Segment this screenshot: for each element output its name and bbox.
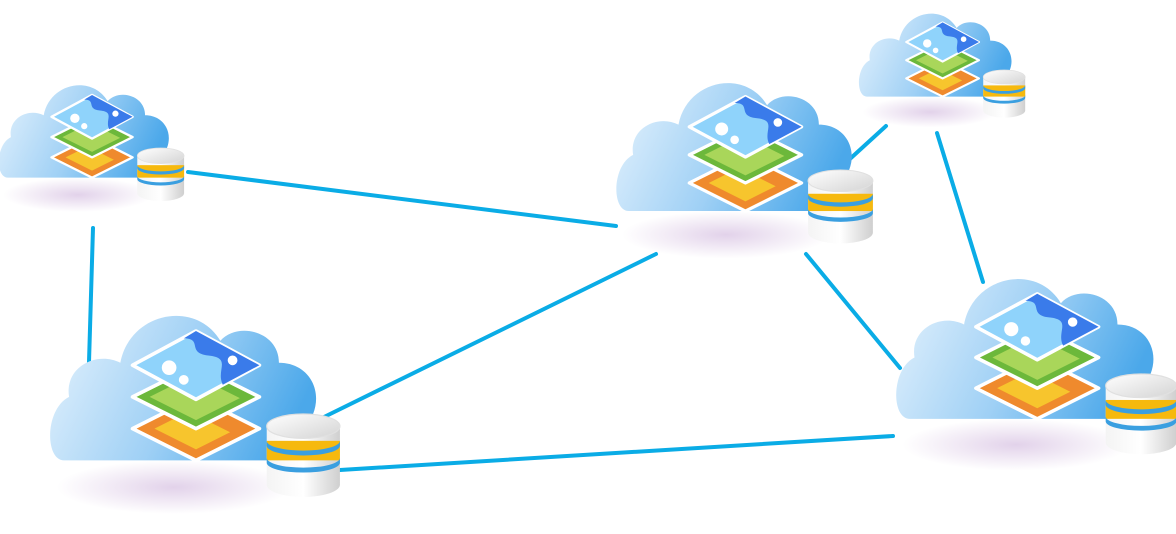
node-center: [616, 83, 874, 259]
map-dot: [227, 355, 238, 366]
layer-stripe: [65, 146, 114, 171]
link-node-top-right-to-node-bottom-right: [935, 131, 985, 284]
map-layers-icon: [974, 291, 1101, 421]
map-dot: [178, 374, 189, 385]
cloud-shadow: [622, 211, 830, 259]
node-top-left: [0, 85, 185, 212]
map-dot: [773, 118, 783, 127]
cloud-shadow: [56, 460, 292, 515]
map-layers-icon: [50, 93, 134, 179]
map-water: [1025, 293, 1099, 346]
map-water: [183, 331, 260, 385]
map-dot: [932, 47, 939, 54]
map-layers-icon: [905, 21, 981, 98]
database-icon: [266, 413, 341, 497]
cloud-shadow: [902, 418, 1130, 471]
database-icon: [136, 147, 185, 202]
network-links: [87, 124, 985, 472]
link-node-center-to-node-bottom-right: [804, 252, 902, 370]
link-node-top-left-to-node-center: [186, 170, 618, 228]
map-dot: [730, 135, 739, 145]
map-water: [84, 94, 133, 130]
node-bottom-right: [896, 279, 1176, 471]
node-top-right: [858, 13, 1026, 128]
cloud-shadow: [3, 177, 153, 212]
database-icon: [807, 169, 874, 244]
top-map-layer: [687, 94, 804, 159]
map-dot: [112, 110, 119, 117]
map-dot: [161, 360, 177, 375]
map-dot: [1067, 317, 1078, 327]
map-dot: [1004, 322, 1019, 337]
link-node-bottom-left-to-node-bottom-right: [338, 434, 895, 472]
cloud-shadow: [862, 96, 998, 128]
network-nodes: [0, 13, 1176, 515]
map-water: [935, 22, 979, 54]
map-dot: [81, 123, 88, 130]
layer-stripe: [918, 68, 963, 91]
database-icon: [1105, 373, 1176, 455]
map-dot: [715, 122, 729, 136]
map-dot: [1020, 336, 1031, 346]
map-layers-icon: [687, 94, 804, 213]
map-dot: [70, 113, 80, 124]
map-layers-icon: [130, 329, 262, 463]
link-node-bottom-left-to-node-center: [320, 252, 658, 420]
map-water: [734, 96, 802, 145]
layer-stripe: [708, 167, 776, 202]
layer-stripe: [997, 371, 1071, 409]
map-dot: [923, 39, 932, 48]
database-icon: [982, 69, 1026, 118]
layer-stripe: [154, 411, 231, 450]
node-bottom-left: [50, 315, 341, 515]
link-node-top-left-to-node-bottom-left: [87, 226, 95, 364]
map-dot: [960, 36, 967, 42]
